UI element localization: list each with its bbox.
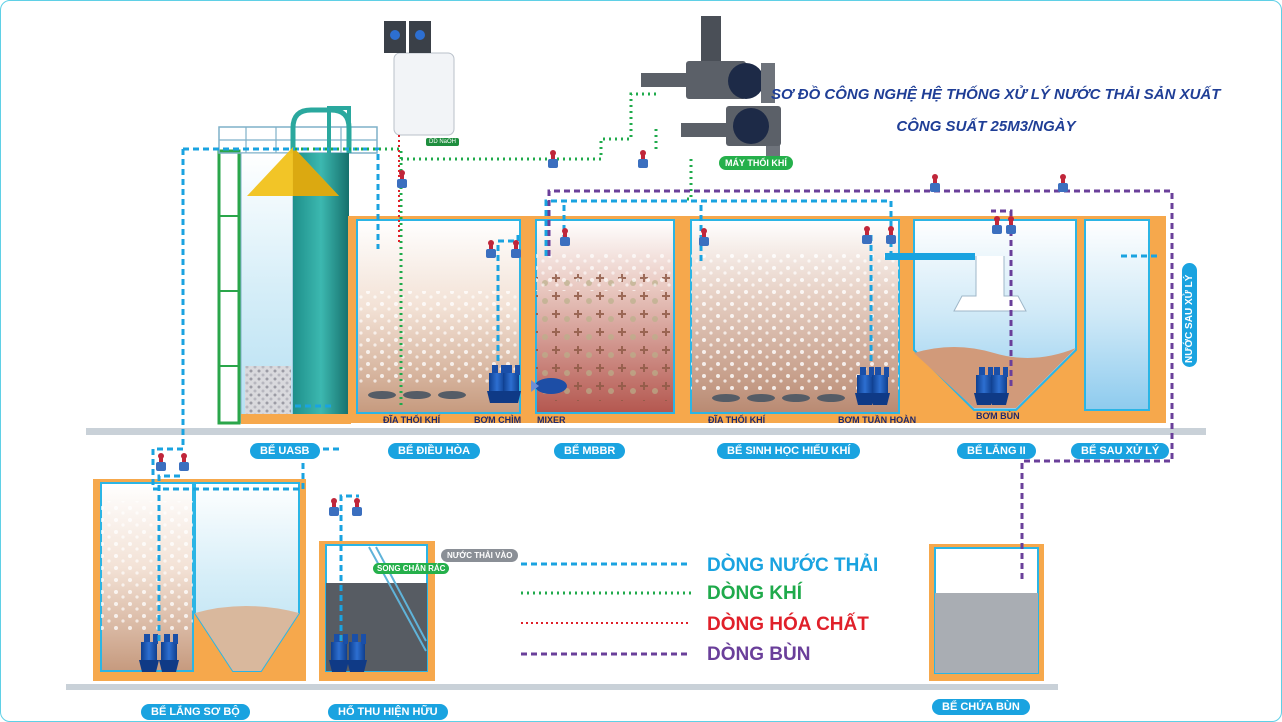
label-dieu-hoa: BỂ ĐIỀU HÒA bbox=[388, 443, 481, 459]
label-sinh-hoc: BỂ SINH HỌC HIẾU KHÍ bbox=[717, 443, 861, 459]
label-lang-so-bo: BỂ LẮNG SƠ BỘ bbox=[141, 704, 250, 720]
diagram-title-line1: SƠ ĐỒ CÔNG NGHỆ HỆ THỐNG XỬ LÝ NƯỚC THẢI… bbox=[771, 86, 1221, 103]
sludge-flow-lines bbox=[521, 189, 1174, 656]
legend-khi: DÒNG KHÍ bbox=[707, 583, 802, 604]
legend-nuoc-thai: DÒNG NƯỚC THẢI bbox=[707, 555, 879, 576]
label-bom-chim: BƠM CHÌM bbox=[474, 415, 522, 425]
label-ho-thu: HỐ THU HIỆN HỮU bbox=[328, 704, 448, 720]
uasb-tank bbox=[217, 106, 378, 425]
naoh-dosing-tank bbox=[384, 21, 455, 136]
label-dia-thoi-khi-1: ĐĨA THỔI KHÍ bbox=[383, 415, 441, 425]
label-bom-tuan-hoan: BƠM TUẦN HOÀN bbox=[838, 415, 917, 425]
label-song-chan-rac: SONG CHẮN RÁC bbox=[373, 563, 450, 574]
label-lang-ii: BỂ LẮNG II bbox=[957, 443, 1036, 459]
legend-bun: DÒNG BÙN bbox=[707, 644, 811, 665]
ho-thu-tank bbox=[319, 541, 435, 681]
label-mbbr: BỂ MBBR bbox=[554, 443, 626, 459]
chua-bun-tank bbox=[929, 544, 1044, 681]
label-may-thoi-khi: MÁY THỔI KHÍ bbox=[719, 156, 793, 170]
label-nuoc-sau-xu-ly: NƯỚC SAU XỬ LÝ bbox=[1182, 263, 1197, 367]
air-flow-lines bbox=[291, 92, 693, 595]
label-sau-xu-ly: BỂ SAU XỬ LÝ bbox=[1071, 443, 1170, 459]
chemical-flow-lines bbox=[398, 135, 691, 624]
sau-xu-ly-tank bbox=[1079, 216, 1166, 423]
label-dia-thoi-khi-2: ĐĨA THỔI KHÍ bbox=[708, 415, 766, 425]
label-mixer: MIXER bbox=[537, 415, 566, 425]
mbbr-tank bbox=[528, 216, 683, 423]
lang-ii-tank bbox=[885, 216, 1083, 423]
aerobic-tank bbox=[683, 216, 908, 423]
label-naoh: DD NaOH bbox=[426, 138, 460, 146]
dieu-hoa-tank bbox=[348, 216, 528, 423]
label-uasb: BỂ UASB bbox=[250, 443, 320, 459]
lang-so-bo-tank bbox=[93, 479, 306, 681]
diagram-title-line2: CÔNG SUẤT 25M3/NGÀY bbox=[896, 118, 1076, 135]
label-nuoc-thai-vao: NƯỚC THẢI VÀO bbox=[441, 549, 519, 562]
label-bom-bun: BƠM BÙN bbox=[976, 411, 1020, 421]
legend-hoa-chat: DÒNG HÓA CHẤT bbox=[707, 614, 869, 635]
label-chua-bun: BỂ CHỨA BÙN bbox=[932, 699, 1030, 715]
blower-units bbox=[641, 16, 781, 161]
